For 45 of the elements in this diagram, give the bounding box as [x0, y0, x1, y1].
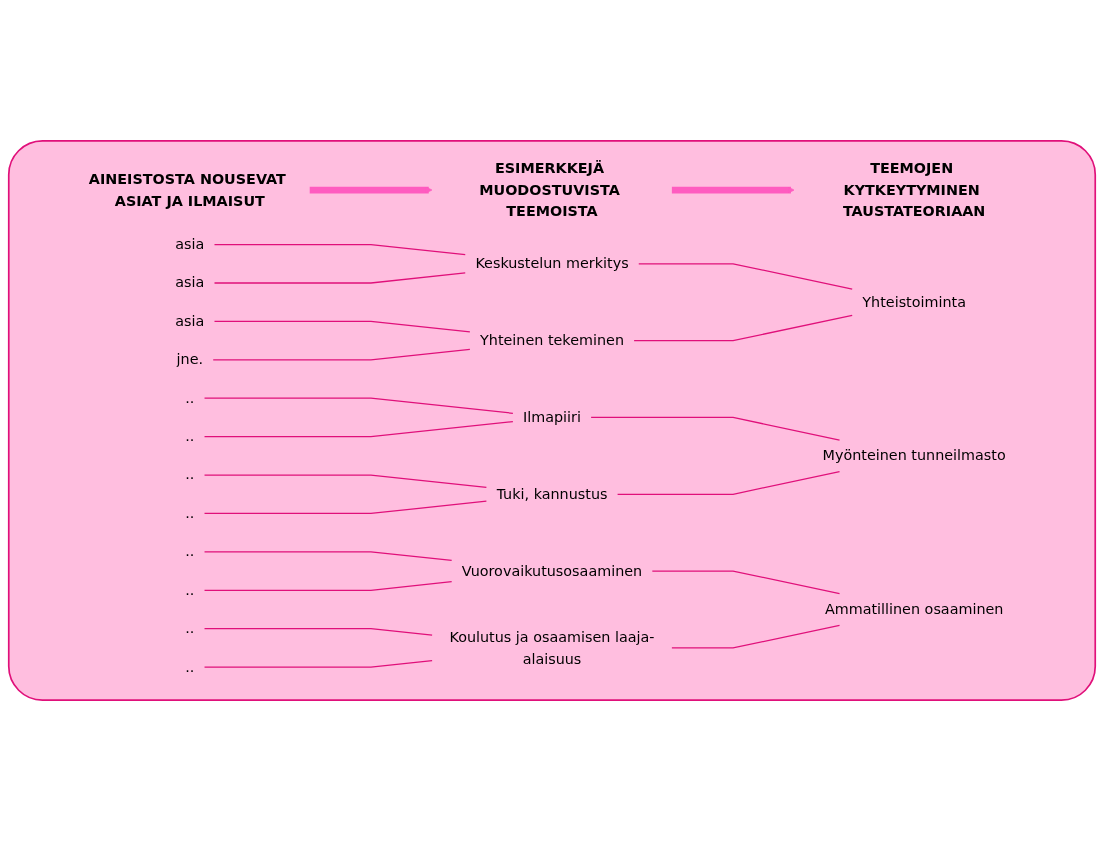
connector [213, 243, 466, 256]
connector [638, 263, 853, 290]
node-text: .. [185, 658, 195, 675]
cluster [7, 140, 1097, 701]
connector [212, 348, 471, 361]
node-text: .. [185, 465, 195, 483]
connector [203, 500, 488, 515]
connector [633, 314, 853, 342]
node-text: asia [175, 273, 205, 291]
connector [203, 581, 453, 591]
node-text: .. [185, 427, 195, 445]
node-text: .. [185, 619, 195, 637]
connector [671, 624, 841, 649]
connector [203, 628, 433, 636]
connector [590, 416, 841, 441]
node-text: Yhteistoiminta [862, 293, 966, 311]
node-text: asia [175, 235, 205, 253]
connector [616, 471, 841, 495]
node-text: .. [185, 389, 195, 407]
node-text: Yhteinen tekeminen [480, 331, 624, 349]
node-text: .. [185, 504, 195, 522]
connector [213, 320, 471, 333]
connector [203, 474, 488, 488]
node-text: ESIMERKKEJÄ MUODOSTUVISTA TEEMOISTA [479, 159, 620, 220]
node-text: Myönteinen tunneilmasto [822, 446, 1006, 464]
connector [203, 420, 514, 438]
arrow [309, 186, 433, 194]
connector [203, 660, 433, 668]
connector [213, 272, 466, 284]
node-text: .. [185, 581, 195, 599]
node-text: Ammatillinen osaaminen [824, 600, 1004, 618]
node-text: Koulutus ja osaamisen laaja-alaisuus [449, 628, 655, 667]
connector [651, 570, 841, 595]
node-text: Tuki, kannustus [496, 485, 608, 503]
connector [203, 551, 453, 562]
node-text: asia [175, 312, 205, 330]
node-text: Ilmapiiri [523, 408, 581, 426]
arrow [671, 186, 795, 194]
node-text: .. [185, 542, 195, 560]
connector [203, 397, 514, 414]
node-text: jne. [176, 350, 204, 368]
node-text: AINEISTOSTA NOUSEVAT ASIAT JA ILMAISUT [88, 170, 286, 209]
node-text: TEEMOJEN KYTKEYTYMINEN TAUSTATEORIAAN [842, 159, 986, 220]
node-text: Vuorovaikutusosaaminen [461, 562, 643, 579]
node-text: Keskustelun merkitys [475, 254, 629, 272]
